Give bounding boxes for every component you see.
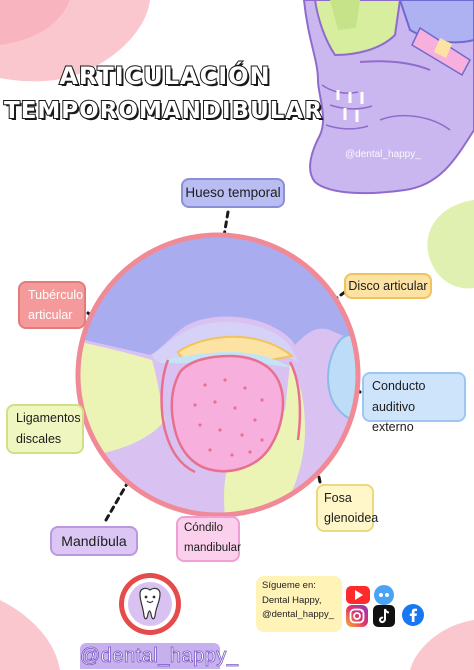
title-line-2: TEMPOROMANDIBULAR [3,97,323,125]
skull-watermark: @dental_happy_ [345,149,421,160]
circle-border [75,232,361,518]
ligament-left [78,340,165,455]
temporal-bone-area [78,235,358,355]
label-tuberculo-line-2: articular [28,308,73,322]
instagram-icon[interactable] [346,605,368,627]
ivoox-icon[interactable] [374,585,394,605]
label-condilo-line-1: Cóndilo [184,522,223,534]
label-ligamentos-line-1: Ligamentos [16,411,81,425]
label-fosa-line-1: Fosa [324,491,352,505]
youtube-icon[interactable] [346,586,370,604]
skull-illustration [302,0,474,195]
label-fosa-glenoidea: Fosa glenoidea [316,484,379,532]
footer-handle[interactable]: @dental_happy_ [80,643,239,669]
right-green-blob [427,200,474,289]
follow-line-1: Sígueme en: [262,580,316,591]
label-hueso-temporal: Hueso temporal [181,178,285,208]
label-fosa-line-2: glenoidea [324,511,379,525]
condyle-outline [160,359,196,474]
label-tuberculo-line-1: Tubérculo [28,288,84,302]
label-mandibula: Mandíbula [50,526,138,556]
label-disco-articular: Disco articular [344,273,432,299]
label-condilo-line-2: mandibular [184,541,241,554]
tiktok-icon[interactable] [373,605,395,627]
condyle-dots [193,378,264,457]
facebook-icon[interactable] [402,604,424,626]
top-left-blob-2 [0,0,70,45]
title-line-1: ARTICULACIÓN [58,61,271,91]
label-ligamentos-line-2: discales [16,431,62,446]
label-conducto-line-1: Conducto auditivo [372,379,426,414]
label-tuberculo-articular: Tubérculo articular [18,281,86,329]
condyle [170,354,285,473]
label-conducto-line-2: externo [372,420,414,435]
bottom-left-blob [0,600,60,670]
dental-happy-logo [119,573,181,635]
tmj-circle [78,235,358,515]
bottom-right-blob [410,620,474,670]
label-conducto-auditivo: Conducto auditivo externo [362,372,466,434]
follow-line-2: Dental Happy, [262,594,322,606]
follow-line-3: @dental_happy_ [262,609,334,621]
label-condilo-mandibular: Cóndilo mandibular [176,516,241,562]
follow-box: Sígueme en: Dental Happy, @dental_happy_ [256,576,342,632]
label-ligamentos-discales: Ligamentos discales [6,404,84,454]
